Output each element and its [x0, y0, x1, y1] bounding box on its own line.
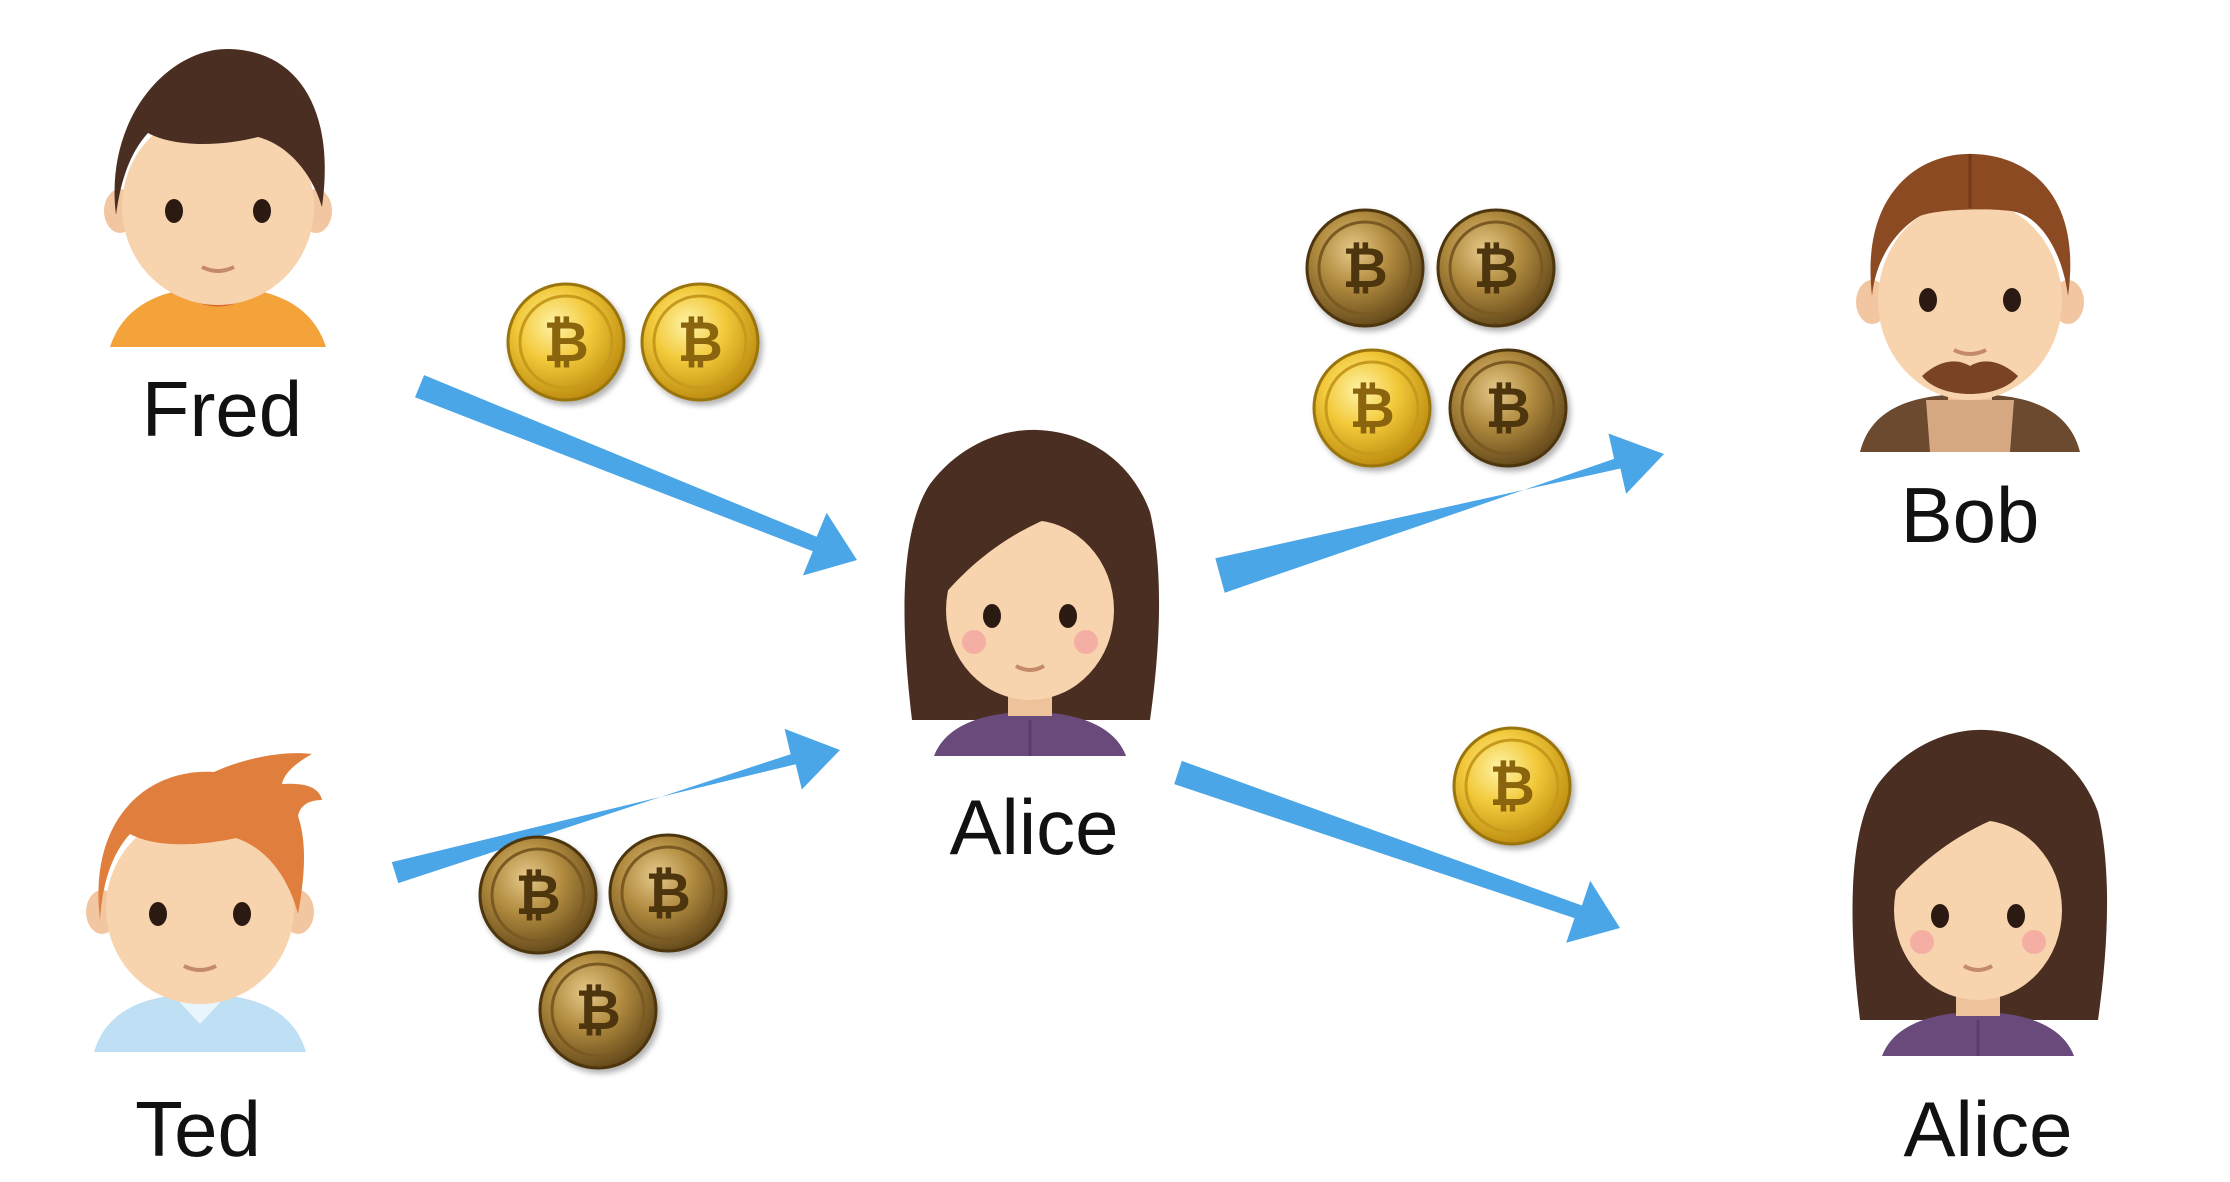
arrow-alice-to-alice: [1174, 760, 1620, 943]
fred-avatar: [104, 48, 332, 347]
arrow-alice-to-bob: [1215, 433, 1664, 593]
svg-text:₿: ₿: [677, 310, 723, 375]
svg-text:₿: ₿: [645, 861, 691, 926]
arrow-icon: [391, 728, 840, 884]
svg-text:₿: ₿: [575, 978, 621, 1043]
bitcoin-coin-icon: ₿: [478, 835, 598, 955]
fred-label: Fred: [141, 365, 303, 453]
male-avatar-orange-shirt-icon: [104, 48, 332, 347]
svg-text:₿: ₿: [1349, 376, 1395, 441]
svg-text:₿: ₿: [543, 310, 589, 375]
bitcoin-coin-icon: ₿: [506, 282, 626, 402]
bitcoin-coin-icon: ₿: [1436, 208, 1556, 328]
coin-group-bob: ₿ ₿ ₿ ₿: [1305, 208, 1568, 468]
svg-text:₿: ₿: [1473, 236, 1519, 301]
coin-group-ted: ₿ ₿ ₿: [478, 833, 728, 1070]
arrow-icon: [415, 375, 857, 576]
bitcoin-coin-icon: ₿: [1452, 726, 1572, 846]
alice-center-label: Alice: [949, 783, 1119, 871]
arrow-icon: [1215, 433, 1664, 593]
alice-right-avatar: [1852, 729, 2108, 1056]
svg-text:₿: ₿: [1489, 754, 1535, 819]
bitcoin-coin-icon: ₿: [640, 282, 760, 402]
bitcoin-coin-icon: ₿: [608, 833, 728, 953]
bitcoin-coin-icon: ₿: [538, 950, 658, 1070]
arrow-fred-to-alice: [415, 375, 857, 576]
alice-right-label: Alice: [1903, 1085, 2073, 1173]
coin-group-alice: ₿: [1452, 726, 1572, 846]
arrow-ted-to-alice: [391, 728, 840, 884]
svg-text:₿: ₿: [515, 863, 561, 928]
ted-avatar: [86, 753, 322, 1052]
bitcoin-coin-icon: ₿: [1312, 348, 1432, 468]
bitcoin-coin-icon: ₿: [1448, 348, 1568, 468]
female-avatar-icon: [904, 429, 1160, 756]
bob-label: Bob: [1900, 471, 2040, 559]
svg-text:₿: ₿: [1485, 376, 1531, 441]
ted-label: Ted: [135, 1085, 261, 1173]
alice-center-avatar: [904, 429, 1160, 756]
male-avatar-orange-hair-icon: [86, 753, 322, 1052]
bitcoin-coin-icon: ₿: [1305, 208, 1425, 328]
coin-group-fred: ₿ ₿: [506, 282, 760, 402]
arrow-icon: [1174, 760, 1620, 943]
female-avatar-icon: [1852, 729, 2108, 1056]
male-avatar-beard-icon: [1856, 153, 2084, 452]
bob-avatar: [1856, 153, 2084, 452]
svg-text:₿: ₿: [1342, 236, 1388, 301]
